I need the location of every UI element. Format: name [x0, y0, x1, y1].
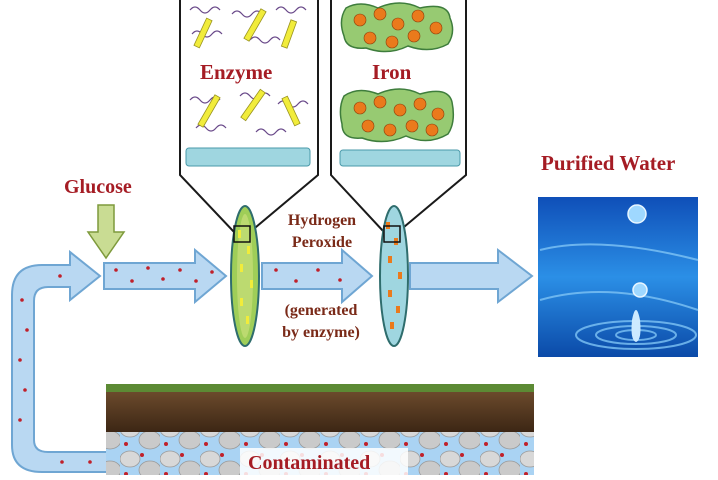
glucose-label: Glucose	[64, 176, 132, 198]
glucose-arrow	[86, 204, 126, 260]
contaminant-particles	[18, 266, 342, 464]
generated-line-1: (generated	[284, 302, 358, 319]
enzyme-label: Enzyme	[200, 60, 273, 84]
purified-water-image	[538, 197, 699, 357]
enzyme-disc	[230, 205, 260, 347]
generated-line-2: by enzyme)	[282, 324, 360, 341]
contaminated-label: Contaminated	[248, 452, 371, 474]
iron-label: Iron	[372, 60, 412, 84]
ground-cross-section	[106, 384, 534, 475]
enzyme-callout	[179, 0, 319, 233]
recycle-loop-arrow	[11, 249, 111, 473]
flow-arrows	[103, 247, 534, 305]
hydrogen-peroxide-line-1: Hydrogen	[287, 212, 357, 229]
purified-water-label: Purified Water	[541, 151, 676, 175]
iron-callout	[330, 0, 467, 233]
hydrogen-peroxide-label: Hydrogen Peroxide	[272, 210, 372, 254]
hydrogen-peroxide-line-2: Peroxide	[291, 234, 353, 251]
iron-disc	[379, 205, 409, 347]
generated-by-enzyme-label: (generated by enzyme)	[266, 300, 376, 344]
